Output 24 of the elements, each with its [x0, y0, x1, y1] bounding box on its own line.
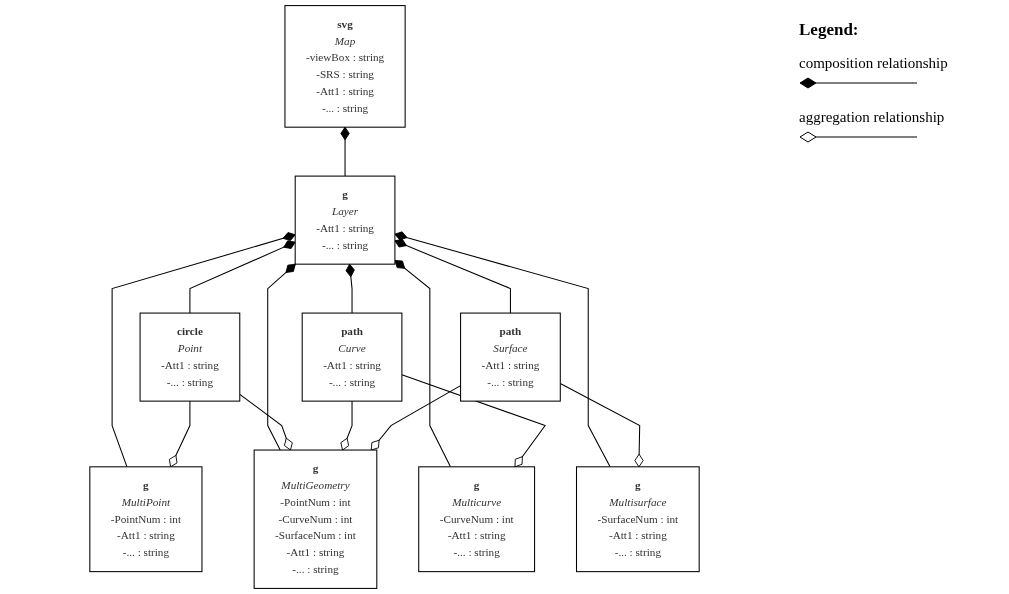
class-box: path Curve -Att1 : string -... : string	[301, 312, 403, 402]
composition-line	[111, 232, 296, 468]
class-box: path Surface -Att1 : string -... : string	[460, 312, 561, 402]
composition-line	[394, 259, 451, 468]
composition-line	[345, 263, 355, 314]
composition-line	[267, 263, 296, 451]
class-box: svg Map -viewBox : string -SRS : string -Att1 : string -... : string	[284, 5, 406, 128]
legend-text: aggregation relationship	[799, 109, 945, 126]
aggregation-line	[168, 400, 191, 468]
composition-line	[394, 231, 611, 468]
class-box: g Layer -Att1 : string -... : string	[294, 175, 396, 265]
legend-text: composition relationship	[799, 55, 948, 72]
class-box: circle Point -Att1 : string -... : string	[139, 312, 241, 402]
composition-line	[340, 126, 350, 177]
composition-line	[189, 240, 296, 314]
composition-line	[394, 238, 511, 314]
class-box: g Multisurface -SurfaceNum : int -Att1 : string -... : string	[576, 466, 700, 573]
aggregation-line	[401, 374, 546, 468]
class-box: g MultiPoint -PointNum : int -Att1 : string -... : string	[89, 466, 203, 573]
aggregation-line	[239, 393, 293, 451]
aggregation-line	[340, 400, 353, 451]
legend-heading: Legend:	[799, 20, 859, 40]
class-box: g MultiGeometry -PointNum : int -CurveNum : int -SurfaceNum : int -Att1 : string -... : string	[253, 449, 378, 589]
class-box: g Multicurve -CurveNum : int -Att1 : string -... : string	[418, 466, 536, 573]
